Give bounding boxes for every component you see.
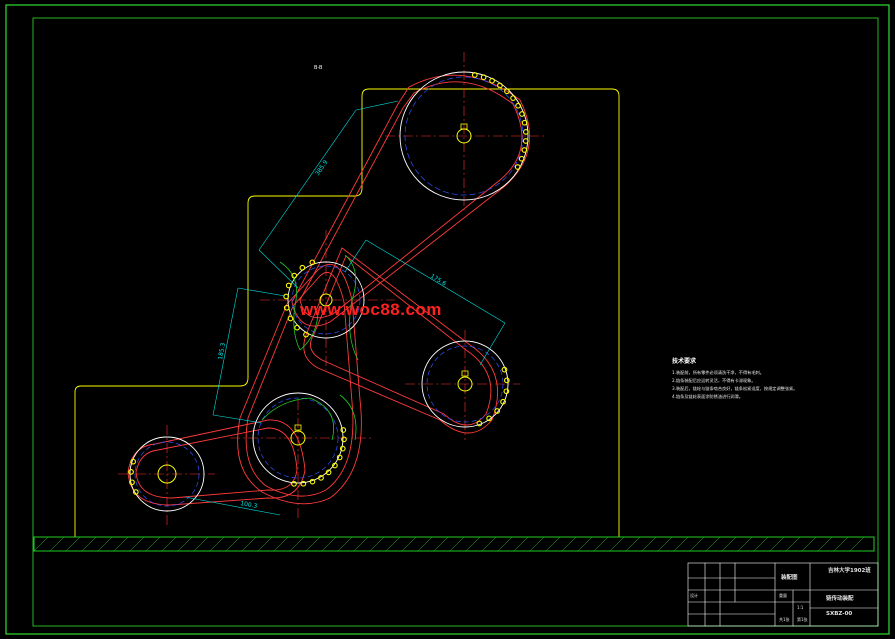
sprocket-tooth (500, 398, 506, 405)
sprocket-tooth (130, 458, 137, 465)
sprocket-tooth (497, 82, 503, 89)
outer-border (5, 4, 890, 635)
title-block (687, 562, 879, 627)
notes-title: 技术要求 (672, 358, 697, 365)
sprocket-tooth (128, 469, 134, 475)
section-label: B-B (314, 65, 323, 71)
sprocket-tooth (519, 111, 525, 117)
sprocket-tooth (521, 119, 528, 126)
sprocket-tooth (515, 102, 521, 109)
sprocket-tooth (318, 474, 324, 481)
sprocket-tooth (339, 445, 346, 452)
sprocket-tooth (299, 264, 306, 271)
sprocket-tooth (489, 77, 495, 84)
sprocket-tooth (325, 469, 332, 476)
title-block-material: 装配图 (781, 575, 798, 581)
sprocket-tooth (494, 408, 501, 414)
sprocket-tooth (340, 427, 347, 433)
sprocket-tooth (294, 324, 300, 331)
sprocket-tooth (521, 147, 528, 153)
title-block-drawing-name: 链传动装配 (826, 596, 854, 602)
sprocket-top (399, 71, 529, 201)
sprocket-tooth (503, 377, 510, 384)
sprocket-tooth (486, 415, 492, 422)
note-item: 3.装配后，链轮与链条啮合良好，链条松紧适度，按规定调整张紧。 (672, 386, 798, 391)
title-block-school: 吉林大学1902班 (828, 568, 871, 574)
base-hatch (33, 536, 865, 552)
watermark: www.woc88.com (300, 300, 442, 319)
dim-bottom: 100.3 (240, 500, 258, 510)
sprocket-tooth (501, 366, 508, 373)
sprocket-tooth (300, 480, 307, 487)
sprocket-tooth (285, 282, 292, 289)
note-item: 2.链条装配后应运转灵活，不得有卡滞现象。 (672, 378, 756, 383)
sprocket-tooth (291, 480, 297, 487)
chain-loops (127, 74, 531, 506)
sprocket-tooth (510, 95, 516, 101)
sprocket-tooth (480, 74, 487, 81)
dimension-lines (184, 100, 506, 516)
sprocket-tooth (514, 164, 521, 170)
chain-left-loop (127, 419, 306, 506)
sprocket-tooth (503, 388, 510, 395)
title-block-sheet-no: 第1张 (797, 617, 808, 622)
chain-mid-loop (237, 263, 362, 505)
dim-left: 185.3 (217, 342, 227, 360)
title-block-designer: 设计 (690, 593, 698, 598)
sprocket-tooth (287, 315, 294, 322)
frame-outline (74, 88, 620, 537)
title-block-weight: 重量 (779, 593, 787, 598)
sprocket-tooth (283, 304, 290, 311)
note-item: 1.装配前，所有零件必须清洗干净，不得有毛刺。 (672, 370, 764, 375)
sprocket-tooth (303, 331, 309, 338)
sprocket-tooth (309, 259, 316, 266)
sprocket-tooth (471, 72, 478, 78)
sprocket-tooth (523, 128, 529, 135)
title-block-drawing-number: SXBZ-00 (826, 611, 853, 617)
sprocket-tooth (309, 478, 316, 485)
sprocket-tooth (522, 138, 529, 144)
sprocket-tooth (283, 293, 290, 300)
technical-requirements: 技术要求 1.装配前，所有零件必须清洗干净，不得有毛刺。 2.链条装配后应运转灵… (672, 358, 797, 401)
sprocket-middle (287, 261, 365, 339)
sprocket-tooth (129, 479, 135, 486)
inner-border (32, 17, 879, 627)
dim-top: 385.9 (314, 159, 330, 177)
centerlines (118, 52, 545, 525)
sprocket-right (421, 340, 509, 428)
sprocket-tooth (504, 88, 510, 95)
sprocket-tooth (341, 436, 347, 443)
sprocket-tooth (336, 454, 343, 461)
chain-top-loop (291, 74, 531, 327)
base-plate (33, 536, 875, 552)
title-block-sheet: 共1张 (779, 617, 790, 622)
sprocket-lower (252, 392, 344, 484)
sprocket-tooth (476, 420, 483, 427)
sprocket-tooth (132, 489, 139, 495)
sprocket-tooth (518, 155, 525, 162)
note-item: 4.链条及链轮表面涂防锈油进行润滑。 (672, 394, 743, 399)
chain-right-loop (303, 247, 499, 434)
dim-right: 175.6 (429, 273, 447, 288)
title-block-scale: 1:1 (797, 605, 804, 610)
sprocket-tooth (332, 462, 338, 469)
sprocket-tooth (291, 272, 298, 279)
